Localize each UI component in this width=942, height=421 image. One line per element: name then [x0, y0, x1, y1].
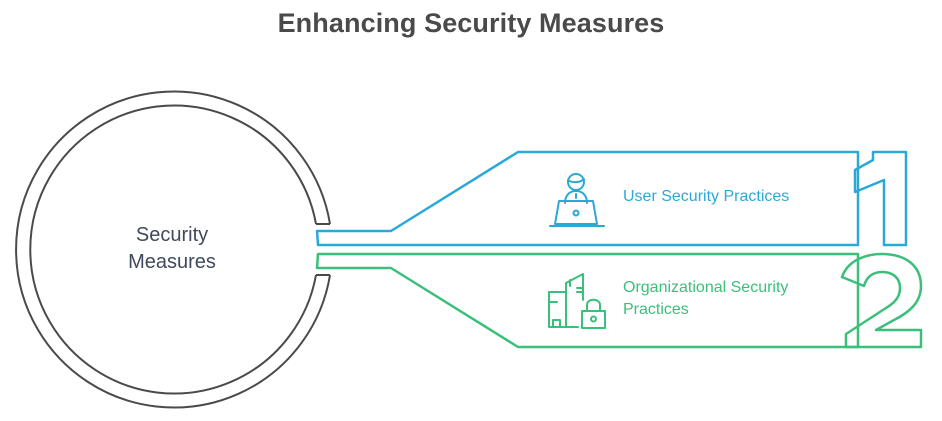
building-lock-icon — [548, 273, 606, 329]
center-label: Security Measures — [92, 222, 252, 276]
branch-1-shape[interactable] — [315, 150, 908, 247]
center-label-line2: Measures — [128, 251, 216, 273]
branch-2-shape[interactable] — [315, 252, 923, 349]
ring-inner-arc — [29, 104, 317, 395]
center-ring — [15, 90, 331, 409]
branch-1-label: User Security Practices — [623, 188, 790, 205]
user-laptop-icon — [549, 173, 605, 227]
page-title: Enhancing Security Measures — [277, 8, 665, 38]
number-2-glyph — [840, 252, 923, 349]
branch-1-arrow — [315, 150, 860, 247]
branch-2-arrow — [315, 252, 860, 349]
branch-2-label: Organizational Security Practices — [623, 279, 789, 318]
ring-outer-arc — [15, 90, 331, 409]
center-label-line1: Security — [135, 224, 209, 246]
number-1-glyph — [853, 150, 908, 247]
